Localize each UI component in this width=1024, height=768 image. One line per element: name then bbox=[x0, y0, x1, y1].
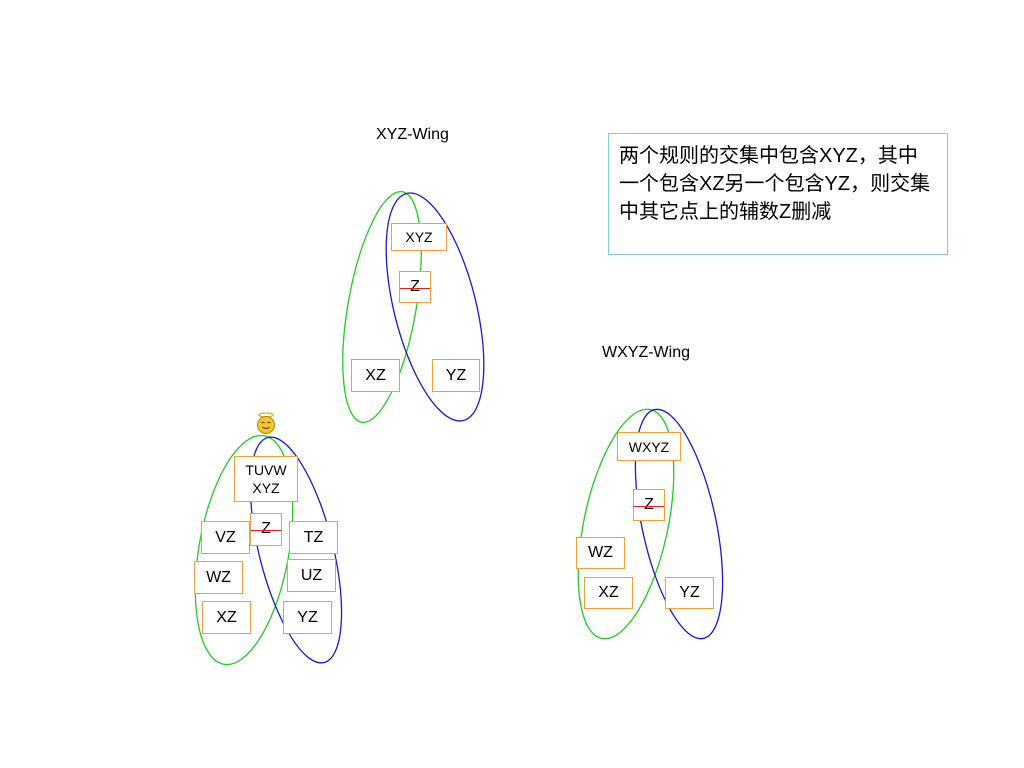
eliminated-label: Z bbox=[261, 520, 271, 537]
strike-line bbox=[400, 288, 430, 289]
pivot-line-2: XYZ bbox=[252, 480, 280, 496]
wxyz-extra-cell: WZ bbox=[576, 537, 625, 569]
wxyz-eliminated-cell: Z bbox=[633, 489, 665, 521]
wxyz-green-ellipse bbox=[577, 408, 675, 640]
wxyz-right-cell: YZ bbox=[665, 577, 714, 609]
xyz-green-ellipse bbox=[342, 190, 422, 424]
eliminated-label: Z bbox=[410, 278, 420, 295]
wxyz-wing-title: WXYZ-Wing bbox=[602, 344, 690, 361]
big-eliminated-cell: Z bbox=[250, 513, 282, 546]
angel-face-icon bbox=[257, 412, 275, 434]
xyz-wing-title: XYZ-Wing bbox=[376, 126, 449, 143]
xyz-pivot-cell: XYZ bbox=[391, 223, 447, 251]
strike-line bbox=[251, 530, 281, 531]
xyz-right-cell: YZ bbox=[432, 359, 480, 392]
big-uz-cell: UZ bbox=[287, 559, 336, 592]
pivot-line-1: TUVW bbox=[245, 462, 287, 478]
strike-line bbox=[634, 506, 664, 507]
big-vz-cell: VZ bbox=[201, 521, 250, 554]
xyz-left-cell: XZ bbox=[351, 359, 400, 392]
big-yz-cell: YZ bbox=[283, 601, 332, 634]
wxyz-pivot-cell: WXYZ bbox=[617, 432, 681, 461]
big-xz-cell: XZ bbox=[202, 601, 251, 634]
big-pivot-cell: TUVW XYZ bbox=[234, 456, 298, 502]
wxyz-blue-ellipse bbox=[634, 408, 724, 640]
big-green-ellipse bbox=[194, 434, 294, 666]
big-wz-cell: WZ bbox=[194, 561, 243, 594]
xyz-eliminated-cell: Z bbox=[399, 271, 431, 303]
big-tz-cell: TZ bbox=[289, 521, 338, 554]
rule-note: 两个规则的交集中包含XYZ，其中一个包含XZ另一个包含YZ，则交集中其它点上的辅… bbox=[608, 133, 948, 255]
wxyz-left-cell: XZ bbox=[584, 577, 633, 609]
xyz-blue-ellipse bbox=[385, 192, 485, 422]
eliminated-label: Z bbox=[644, 496, 654, 513]
